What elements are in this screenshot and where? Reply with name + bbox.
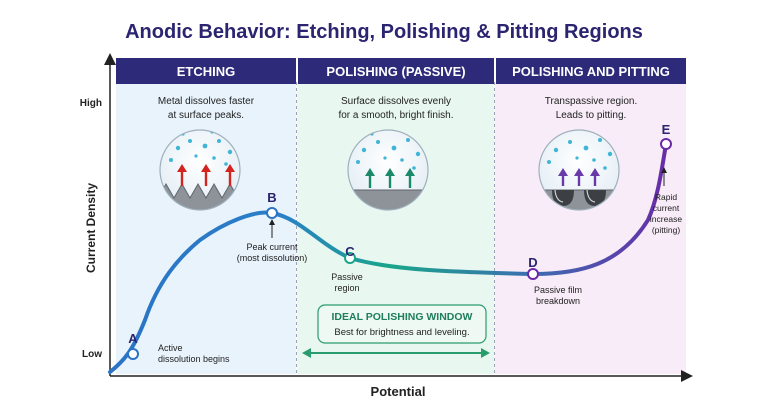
point-d-marker — [527, 268, 539, 280]
pitting-header: POLISHING AND PITTING — [512, 64, 670, 79]
pitting-header-bg — [496, 58, 686, 84]
point-b-note-line1: Peak current — [246, 242, 298, 252]
polishing-header-bg — [298, 58, 494, 84]
etching-desc-line1: Metal dissolves faster — [158, 96, 255, 107]
anodic-curve — [108, 142, 668, 374]
point-e-note-line4: (pitting) — [652, 225, 681, 235]
point-e-pointer-icon — [661, 167, 667, 186]
point-a-label: A — [128, 331, 138, 346]
pitting-region-bg — [495, 82, 686, 374]
point-e-note-line1: Rapid — [655, 192, 677, 202]
etching-bubble-icon — [159, 129, 241, 211]
point-b-pointer-icon — [269, 219, 275, 238]
point-d-note-line1: Passive film — [534, 285, 582, 295]
point-b-label: B — [267, 190, 276, 205]
pitting-bubble-icon — [538, 129, 620, 211]
point-c-marker — [344, 252, 356, 264]
point-c-note-line1: Passive — [331, 272, 363, 282]
polishing-desc-line1: Surface dissolves evenly — [341, 96, 451, 107]
point-c-note-line2: region — [334, 283, 359, 293]
y-low-label: Low — [82, 349, 102, 360]
etching-desc-line2: at surface peaks. — [168, 110, 244, 121]
polishing-desc-line2: for a smooth, bright finish. — [338, 110, 453, 121]
page-title: Anodic Behavior: Etching, Polishing & Pi… — [125, 21, 643, 43]
point-e-note-line3: increase — [650, 214, 682, 224]
etching-header-bg — [116, 58, 296, 84]
etching-header: ETCHING — [177, 64, 236, 79]
point-d-note-line2: breakdown — [536, 296, 580, 306]
polishing-window-box — [317, 304, 487, 344]
polishing-bubble-icon — [347, 129, 429, 211]
polishing-window-subtitle: Best for brightness and leveling. — [334, 327, 469, 338]
polishing-window-arrow-icon — [302, 348, 490, 358]
point-a-note-line1: Active — [158, 343, 183, 353]
pitting-desc-line1: Transpassive region. — [545, 96, 637, 107]
polishing-header: POLISHING (PASSIVE) — [326, 64, 465, 79]
point-a-marker — [127, 348, 139, 360]
x-axis-label: Potential — [371, 384, 426, 399]
y-axis-label: Current Density — [84, 183, 98, 273]
point-b-marker — [266, 207, 278, 219]
point-d-label: D — [528, 255, 537, 270]
y-high-label: High — [80, 98, 102, 109]
polishing-window-title: IDEAL POLISHING WINDOW — [332, 311, 473, 323]
point-a-note-line2: dissolution begins — [158, 354, 230, 364]
point-e-marker — [660, 138, 672, 150]
etching-region-bg — [116, 82, 296, 374]
pitting-desc-line2: Leads to pitting. — [556, 110, 627, 121]
point-e-label: E — [662, 122, 671, 137]
point-c-label: C — [345, 244, 355, 259]
point-e-note-line2: current — [653, 203, 680, 213]
point-b-note-line2: (most dissolution) — [237, 253, 308, 263]
